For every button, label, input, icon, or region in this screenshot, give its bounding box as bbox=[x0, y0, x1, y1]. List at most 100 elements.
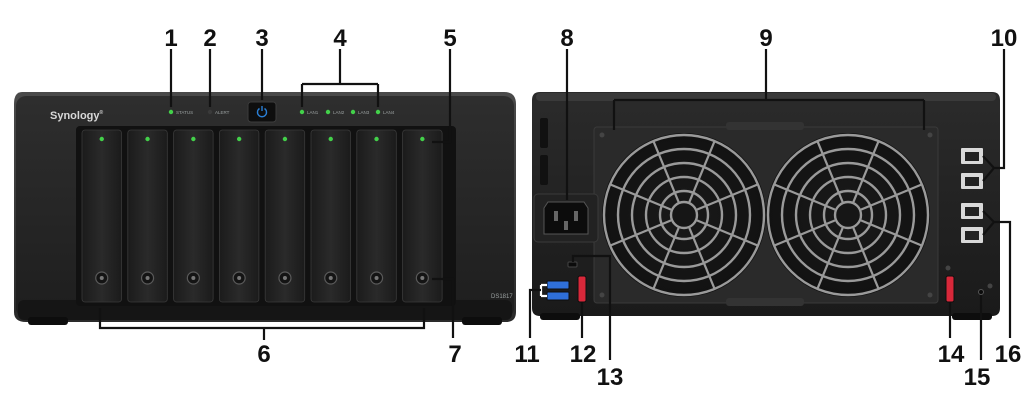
drive-tray-5[interactable] bbox=[264, 129, 306, 303]
drive-tray-3[interactable] bbox=[173, 129, 214, 303]
callout-number-15: 15 bbox=[964, 364, 991, 391]
callout-number-11: 11 bbox=[514, 341, 539, 368]
drive-tray-4[interactable] bbox=[218, 129, 260, 303]
drive-status-led bbox=[420, 136, 425, 142]
brand-logo: Synology® bbox=[50, 109, 104, 122]
callout-number-1: 1 bbox=[164, 25, 177, 52]
alert-led-label: ALERT bbox=[215, 110, 230, 115]
lan4-led-label: LAN4 bbox=[383, 110, 395, 115]
lan2-led bbox=[325, 109, 331, 115]
callout-number-14: 14 bbox=[938, 341, 965, 368]
fan-plate-screw bbox=[599, 292, 605, 298]
tray-lock-keyhole bbox=[374, 276, 379, 280]
lan2-led-label: LAN2 bbox=[333, 110, 345, 115]
drive-tray-2[interactable] bbox=[127, 129, 168, 303]
status-led-label: STATUS bbox=[176, 110, 193, 115]
lan1-led bbox=[299, 109, 305, 115]
callout-line-13 bbox=[571, 254, 612, 360]
callout-line-6 bbox=[98, 308, 426, 340]
usb-port-1[interactable] bbox=[546, 280, 570, 290]
drive-status-led bbox=[236, 136, 242, 142]
tray-lock-keyhole bbox=[191, 276, 196, 280]
drive-tray-8[interactable] bbox=[402, 129, 443, 303]
callout-number-3: 3 bbox=[255, 25, 268, 52]
callout-number-7: 7 bbox=[448, 341, 461, 368]
tray-lock-keyhole bbox=[145, 276, 150, 280]
back-foot-left bbox=[540, 313, 580, 320]
power-button[interactable] bbox=[247, 101, 277, 123]
back-screw bbox=[987, 283, 993, 289]
callout-number-5: 5 bbox=[443, 25, 456, 52]
usb-port-2[interactable] bbox=[546, 291, 570, 301]
cooling-fan-2 bbox=[766, 133, 930, 297]
callout-number-4: 4 bbox=[333, 25, 347, 52]
lan4-led bbox=[375, 109, 381, 115]
back-screw bbox=[945, 265, 951, 271]
nas-front-view: Synology® STATUS ALERT LAN1 LAN2 LAN3 LA… bbox=[14, 92, 516, 325]
callout-number-10: 10 bbox=[991, 25, 1018, 52]
security-slot[interactable] bbox=[567, 261, 578, 268]
fans bbox=[602, 133, 930, 297]
drive-bays bbox=[81, 129, 443, 303]
tray-lock-keyhole bbox=[420, 276, 425, 280]
callout-line-5 bbox=[432, 49, 452, 144]
drive-status-led bbox=[374, 136, 379, 142]
alert-led bbox=[207, 109, 213, 115]
fan-plate-screw bbox=[927, 292, 933, 298]
fan-plate-tab-bottom bbox=[726, 298, 804, 306]
front-foot-right bbox=[462, 317, 502, 325]
lan1-led-label: LAN1 bbox=[307, 110, 319, 115]
callout-number-8: 8 bbox=[560, 25, 573, 52]
side-vent bbox=[540, 118, 548, 148]
drive-status-led bbox=[282, 136, 288, 142]
callout-number-6: 6 bbox=[257, 341, 270, 368]
power-inlet-pin bbox=[574, 211, 578, 221]
tray-lock-keyhole bbox=[99, 276, 104, 280]
lan-port-1[interactable] bbox=[961, 148, 983, 164]
expansion-port-2[interactable] bbox=[945, 275, 955, 303]
fan-plate-tab-top bbox=[726, 122, 804, 130]
lan-port-3[interactable] bbox=[961, 203, 983, 219]
side-vent bbox=[540, 155, 548, 185]
drive-status-led bbox=[145, 136, 150, 142]
lan-port-2[interactable] bbox=[961, 173, 983, 189]
callout-line-9 bbox=[612, 49, 926, 130]
tray-lock-keyhole bbox=[282, 276, 287, 280]
lan-port-4[interactable] bbox=[961, 227, 983, 243]
callout-line-4 bbox=[300, 49, 380, 107]
power-icon bbox=[256, 106, 268, 118]
fan-plate-screw bbox=[927, 132, 933, 138]
callout-number-12: 12 bbox=[570, 341, 597, 368]
tray-lock-keyhole bbox=[328, 276, 333, 280]
callout-line-7 bbox=[432, 277, 455, 338]
callout-number-2: 2 bbox=[203, 25, 216, 52]
drive-status-led bbox=[328, 136, 333, 142]
callout-line-10 bbox=[982, 49, 1006, 182]
drive-status-led bbox=[99, 136, 104, 142]
tray-lock-keyhole bbox=[237, 276, 242, 280]
model-label: DS1817 bbox=[491, 294, 513, 300]
drive-tray-1[interactable] bbox=[81, 129, 122, 303]
drive-tray-7[interactable] bbox=[356, 129, 397, 303]
power-inlet-pin bbox=[554, 211, 558, 221]
nas-back-view bbox=[532, 92, 1000, 320]
callout-number-13: 13 bbox=[597, 364, 624, 391]
callout-line-11 bbox=[528, 288, 541, 338]
callout-lines bbox=[98, 49, 1012, 360]
drive-status-led bbox=[191, 136, 196, 142]
cooling-fan-1 bbox=[602, 133, 766, 297]
callout-line-16 bbox=[982, 210, 1012, 338]
power-inlet[interactable] bbox=[543, 201, 589, 235]
expansion-port-1[interactable] bbox=[577, 275, 587, 303]
callout-number-9: 9 bbox=[759, 25, 772, 52]
front-foot-left bbox=[28, 317, 68, 325]
status-led bbox=[168, 109, 174, 115]
callout-numbers: 1 2 3 4 5 6 7 8 9 10 11 12 13 14 15 16 bbox=[164, 25, 1021, 391]
registered-mark: ® bbox=[100, 109, 104, 116]
back-foot-right bbox=[952, 313, 992, 320]
fan-plate-screw bbox=[599, 132, 605, 138]
reset-button[interactable] bbox=[978, 289, 984, 295]
drive-tray-6[interactable] bbox=[310, 129, 351, 303]
lan3-led bbox=[350, 109, 356, 115]
